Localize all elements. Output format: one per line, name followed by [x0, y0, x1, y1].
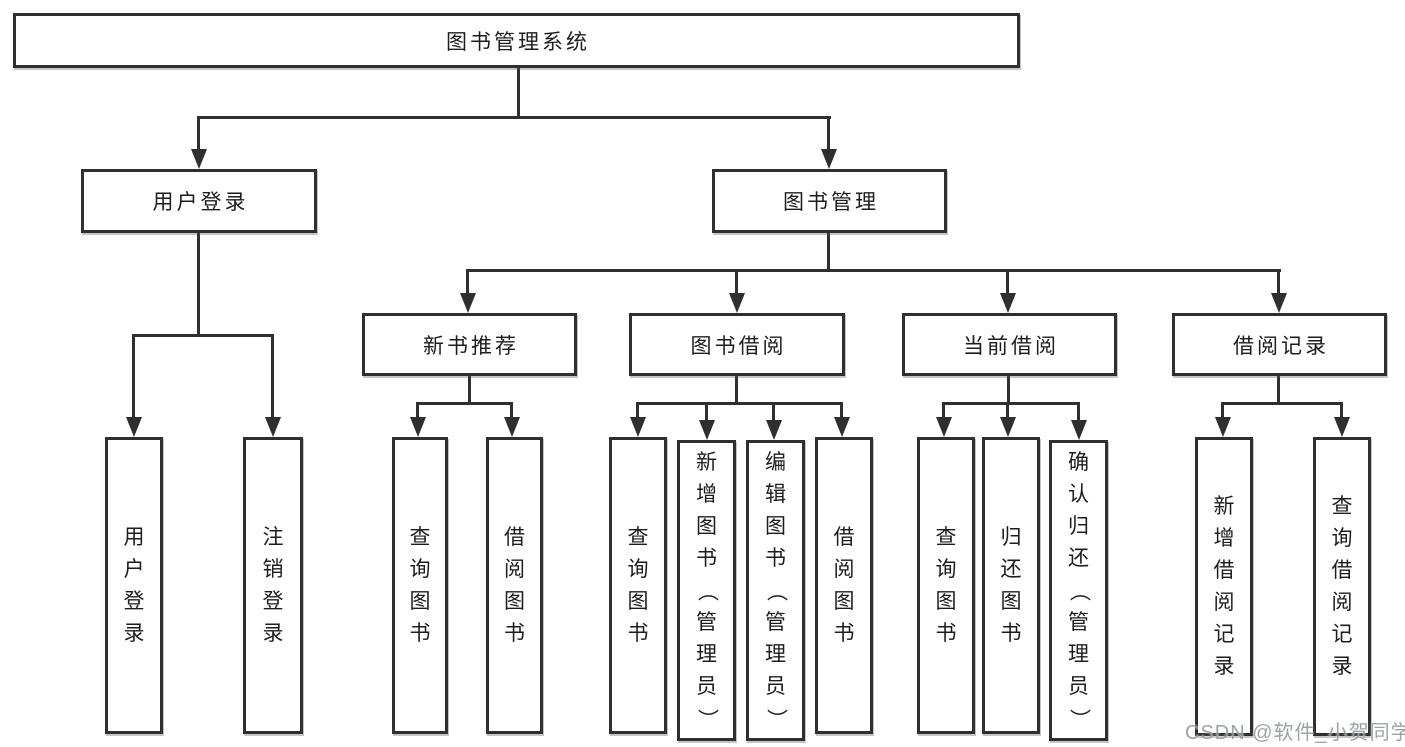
leaf-query-books-borrowing: 查询图书 — [609, 437, 667, 734]
arrowhead-down-icon — [1000, 293, 1016, 313]
connector-root-hbar — [197, 116, 831, 119]
connector-stem — [942, 402, 945, 419]
leaf-label: 归还图书 — [1000, 525, 1022, 645]
node-label: 图书借阅 — [690, 334, 787, 358]
arrowhead-down-icon — [1334, 417, 1350, 437]
leaf-label: 新增图书（管理员） — [695, 450, 719, 730]
arrowhead-down-icon — [630, 417, 646, 437]
leaf-label: 编辑图书（管理员） — [764, 450, 788, 730]
connector-stem — [772, 402, 775, 422]
watermark-csdn: CSDN @软件_小贺同学 — [1185, 722, 1405, 744]
node-label: 借阅记录 — [1233, 334, 1329, 358]
arrowhead-down-icon — [699, 420, 715, 440]
connector-stem — [735, 269, 738, 295]
connector-stem — [636, 402, 639, 419]
connector-stem — [827, 233, 830, 272]
connector-stem — [1007, 376, 1010, 404]
connector-stem — [132, 334, 135, 418]
arrowhead-down-icon — [126, 417, 142, 437]
leaf-query-books-current: 查询图书 — [917, 437, 975, 734]
node-library-management-system: 图书管理系统 — [13, 13, 1020, 68]
leaf-label: 借阅图书 — [833, 525, 855, 645]
leaf-label: 查询图书 — [627, 525, 649, 645]
arrowhead-down-icon — [1071, 420, 1087, 440]
connector-stem — [827, 116, 830, 151]
leaf-borrow-books-recommend: 借阅图书 — [486, 437, 543, 734]
connector-stem — [1277, 376, 1280, 404]
arrowhead-down-icon — [936, 417, 952, 437]
connector-stem — [271, 334, 274, 418]
connector-stem — [735, 376, 738, 404]
connector-hbar — [942, 402, 1079, 405]
arrowhead-down-icon — [1215, 417, 1231, 437]
arrowhead-down-icon — [834, 417, 850, 437]
node-new-book-recommendation: 新书推荐 — [362, 313, 577, 376]
node-label: 图书管理系统 — [446, 30, 590, 54]
connector-hbar — [416, 402, 513, 405]
leaf-label: 新增借阅记录 — [1213, 494, 1235, 678]
leaf-label: 用户登录 — [123, 525, 145, 645]
leaf-label: 查询图书 — [935, 525, 957, 645]
leaf-add-borrow-record: 新增借阅记录 — [1195, 437, 1253, 736]
connector-stem — [197, 116, 200, 151]
leaf-query-borrow-record: 查询借阅记录 — [1313, 437, 1371, 736]
connector-stem — [510, 402, 513, 419]
connector-stem — [840, 402, 843, 419]
connector-stem — [1077, 402, 1080, 422]
connector-stem — [705, 402, 708, 422]
node-borrowing-records: 借阅记录 — [1172, 313, 1387, 376]
connector-hbar — [636, 402, 842, 405]
connector-stem — [1006, 269, 1009, 295]
leaf-label: 借阅图书 — [504, 525, 525, 645]
leaf-user-login: 用户登录 — [105, 437, 163, 734]
arrowhead-down-icon — [821, 149, 837, 169]
arrowhead-down-icon — [460, 293, 476, 313]
connector-hbar — [132, 334, 274, 337]
leaf-confirm-return-admin: 确认归还（管理员） — [1049, 440, 1108, 741]
arrowhead-down-icon — [1000, 417, 1016, 437]
connector-stem — [466, 269, 469, 295]
leaf-label: 注销登录 — [262, 525, 284, 645]
connector-stem — [1277, 269, 1280, 295]
node-user-login: 用户登录 — [81, 169, 317, 233]
arrowhead-down-icon — [191, 149, 207, 169]
arrowhead-down-icon — [766, 420, 782, 440]
leaf-add-book-admin: 新增图书（管理员） — [677, 440, 736, 741]
node-current-borrowing: 当前借阅 — [902, 313, 1117, 376]
leaf-return-books: 归还图书 — [982, 437, 1040, 734]
connector-stem — [416, 402, 419, 419]
leaf-logout: 注销登录 — [243, 437, 303, 734]
leaf-label: 确认归还（管理员） — [1067, 450, 1091, 730]
arrowhead-down-icon — [410, 417, 426, 437]
connector-hbar — [1221, 402, 1343, 405]
arrowhead-down-icon — [729, 293, 745, 313]
node-book-borrowing: 图书借阅 — [629, 313, 845, 376]
connector-stem — [1340, 402, 1343, 419]
node-label: 图书管理 — [783, 191, 879, 214]
connector-stem — [197, 233, 200, 336]
arrowhead-down-icon — [1271, 293, 1287, 313]
node-label: 用户登录 — [152, 191, 249, 214]
leaf-label: 查询图书 — [409, 525, 431, 645]
connector-root-stem — [517, 68, 520, 118]
leaf-label: 查询借阅记录 — [1331, 494, 1353, 678]
connector-hbar — [466, 269, 1281, 272]
leaf-query-books-recommend: 查询图书 — [392, 437, 448, 734]
connector-stem — [468, 376, 471, 404]
node-label: 新书推荐 — [423, 334, 519, 358]
connector-stem — [1006, 402, 1009, 419]
node-label: 当前借阅 — [963, 334, 1059, 358]
arrowhead-down-icon — [504, 417, 520, 437]
arrowhead-down-icon — [265, 417, 281, 437]
node-book-management: 图书管理 — [712, 169, 947, 233]
connector-stem — [1221, 402, 1224, 419]
leaf-edit-book-admin: 编辑图书（管理员） — [746, 440, 805, 741]
leaf-borrow-books-borrowing: 借阅图书 — [815, 437, 873, 734]
